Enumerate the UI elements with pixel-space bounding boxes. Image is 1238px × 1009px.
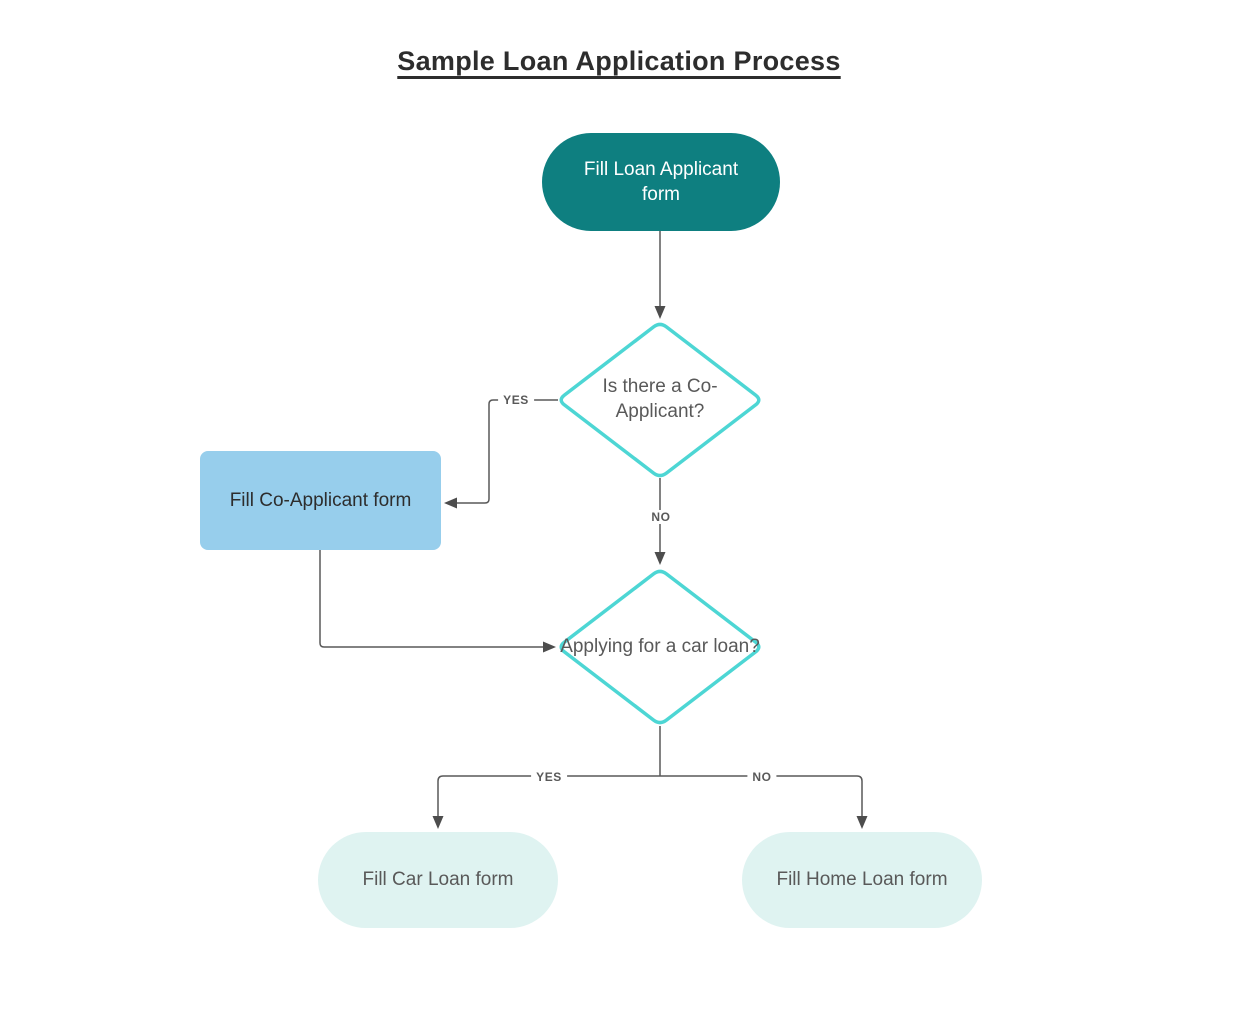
arrowhead-into-coapplicant <box>444 497 457 509</box>
diagram-title: Sample Loan Application Process <box>397 46 841 76</box>
edge-label-co-applicant-yes: YES <box>498 393 534 407</box>
edge-decision2-split <box>437 726 863 816</box>
edge-label-co-applicant-no: NO <box>646 510 676 524</box>
arrowhead-into-decision2-top <box>654 552 666 565</box>
edge-label-car-loan-yes: YES <box>531 770 567 784</box>
node-fill-car-loan-form: Fill Car Loan form <box>318 832 558 928</box>
node-fill-co-applicant-form: Fill Co-Applicant form <box>200 451 441 550</box>
decision-car-loan-shape <box>559 569 761 725</box>
decision-co-applicant-shape <box>559 322 761 478</box>
edge-decision1-yes <box>457 399 558 504</box>
node-fill-home-loan-form: Fill Home Loan form <box>742 832 982 928</box>
edge-coapplicant-to-decision2 <box>319 550 543 648</box>
arrowhead-into-homeloan <box>856 816 868 829</box>
edge-label-car-loan-no: NO <box>747 770 777 784</box>
arrowhead-into-carloan <box>432 816 444 829</box>
arrowhead-into-decision2-left <box>543 641 556 653</box>
arrowhead-into-decision1 <box>654 306 666 319</box>
node-fill-loan-applicant-form: Fill Loan Applicant form <box>542 133 780 231</box>
